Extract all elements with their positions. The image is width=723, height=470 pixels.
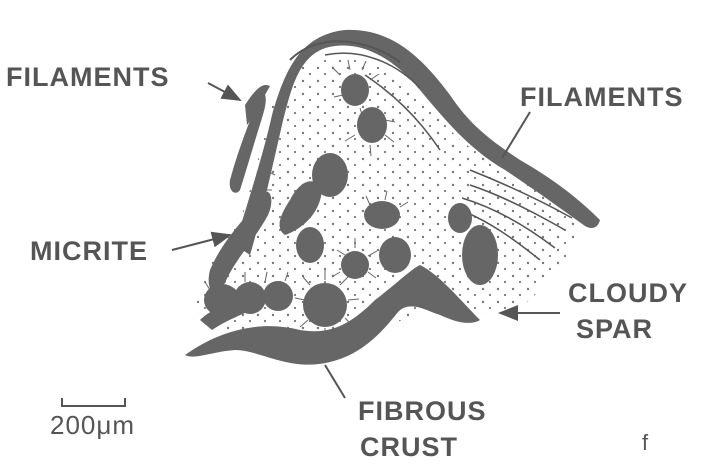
- grain-lower-2: [234, 282, 266, 314]
- grain-mid-4: [341, 251, 369, 279]
- label-spar: SPAR: [576, 316, 653, 343]
- grain-mid-3: [379, 237, 411, 273]
- scale-bar: [62, 398, 125, 406]
- scale-bar-label: 200μm: [50, 410, 135, 441]
- grain-mid-2: [296, 227, 324, 263]
- grain-mid-1: [364, 201, 400, 229]
- label-micrite: MICRITE: [30, 238, 148, 265]
- grain-upper-1: [341, 74, 369, 106]
- grain-right-1: [448, 203, 472, 233]
- label-filaments-left: FILAMENTS: [6, 64, 170, 91]
- label-fibrous: FIBROUS: [358, 398, 487, 425]
- grain-lower-4: [303, 283, 347, 327]
- panel-letter: f: [642, 430, 648, 456]
- label-filaments-right: FILAMENTS: [520, 84, 684, 111]
- grain-lower-3: [263, 281, 293, 311]
- label-cloudy: CLOUDY: [568, 280, 688, 307]
- grain-right-2: [462, 225, 498, 285]
- label-crust: CRUST: [360, 434, 458, 461]
